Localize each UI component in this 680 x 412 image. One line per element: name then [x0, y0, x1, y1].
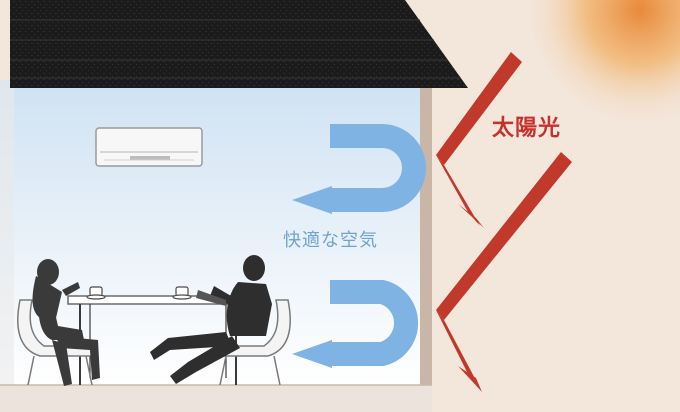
person-icon [32, 259, 100, 386]
air-conditioner-icon [95, 127, 203, 167]
person-icon [150, 255, 272, 384]
floor [0, 385, 432, 412]
sunlight-label: 太陽光 [492, 116, 562, 141]
comfortable-air-label: 快適な空気 [283, 230, 378, 251]
airflow-arrow-icon [292, 280, 419, 368]
house-wall [420, 80, 432, 412]
sunlight-ray-icon [436, 152, 572, 392]
cup-icon [86, 286, 192, 300]
roof [10, 0, 468, 88]
sun-icon [530, 0, 680, 125]
sunlight-ray-icon [436, 52, 522, 228]
left-edge [0, 80, 14, 385]
airflow-arrow-icon [292, 124, 426, 214]
